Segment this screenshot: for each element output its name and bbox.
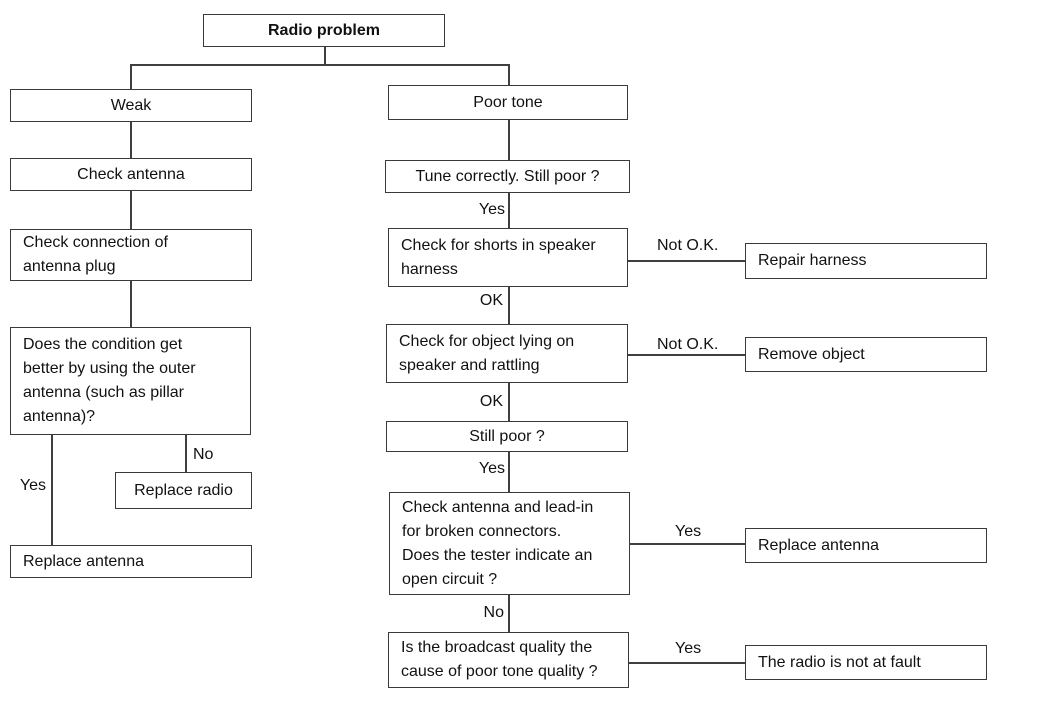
node-check-object: Check for object lying on speaker and ra… bbox=[386, 324, 628, 383]
connector-to-poor-tone bbox=[508, 64, 510, 86]
edge-label-ok: OK bbox=[479, 292, 503, 309]
edge-label-yes: Yes bbox=[478, 460, 505, 477]
node-poor-tone: Poor tone bbox=[388, 85, 628, 120]
edge-label-ok: OK bbox=[479, 393, 503, 410]
node-still-poor: Still poor ? bbox=[386, 421, 628, 452]
connector-leadin-broadcast bbox=[508, 595, 510, 632]
connector-poor-tune bbox=[508, 120, 510, 160]
node-radio-not-fault: The radio is not at fault bbox=[745, 645, 987, 680]
connector-stillpoor-leadin bbox=[508, 452, 510, 492]
node-replace-antenna-right: Replace antenna bbox=[745, 528, 987, 563]
edge-label-yes: Yes bbox=[675, 640, 702, 657]
connector-leadin-replace bbox=[630, 543, 745, 545]
node-does-condition: Does the condition get better by using t… bbox=[10, 327, 251, 435]
node-is-broadcast: Is the broadcast quality the cause of po… bbox=[388, 632, 629, 688]
edge-label-yes: Yes bbox=[675, 523, 702, 540]
node-check-antenna: Check antenna bbox=[10, 158, 252, 191]
connector-object-remove bbox=[628, 354, 745, 356]
connector-tune-shorts bbox=[508, 193, 510, 228]
edge-label-yes: Yes bbox=[19, 477, 46, 494]
node-check-shorts: Check for shorts in speaker harness bbox=[388, 228, 628, 287]
connector-object-stillpoor bbox=[508, 383, 510, 421]
node-tune-correctly: Tune correctly. Still poor ? bbox=[385, 160, 630, 193]
connector-shorts-repair bbox=[628, 260, 745, 262]
node-replace-antenna-left: Replace antenna bbox=[10, 545, 252, 578]
edge-label-not-ok: Not O.K. bbox=[657, 336, 719, 353]
node-radio-problem: Radio problem bbox=[203, 14, 445, 47]
edge-label-yes: Yes bbox=[478, 201, 505, 218]
connector-weak-check-antenna bbox=[130, 122, 132, 158]
connector-check-antenna-connection bbox=[130, 191, 132, 229]
node-check-connection: Check connection of antenna plug bbox=[10, 229, 252, 281]
connector-shorts-object bbox=[508, 287, 510, 324]
node-remove-object: Remove object bbox=[745, 337, 987, 372]
edge-label-no: No bbox=[193, 446, 214, 463]
connector-connection-condition bbox=[130, 281, 132, 327]
connector-top-branch bbox=[130, 64, 509, 66]
node-weak: Weak bbox=[10, 89, 252, 122]
edge-label-no: No bbox=[483, 604, 504, 621]
edge-label-not-ok: Not O.K. bbox=[657, 237, 719, 254]
node-repair-harness: Repair harness bbox=[745, 243, 987, 279]
connector-broadcast-fault bbox=[629, 662, 745, 664]
connector-radio-stem bbox=[324, 47, 326, 64]
connector-condition-replace-radio bbox=[185, 435, 187, 472]
node-replace-radio: Replace radio bbox=[115, 472, 252, 509]
connector-to-weak bbox=[130, 64, 132, 89]
connector-condition-replace-antenna bbox=[51, 435, 53, 545]
node-check-leadin: Check antenna and lead-in for broken con… bbox=[389, 492, 630, 595]
